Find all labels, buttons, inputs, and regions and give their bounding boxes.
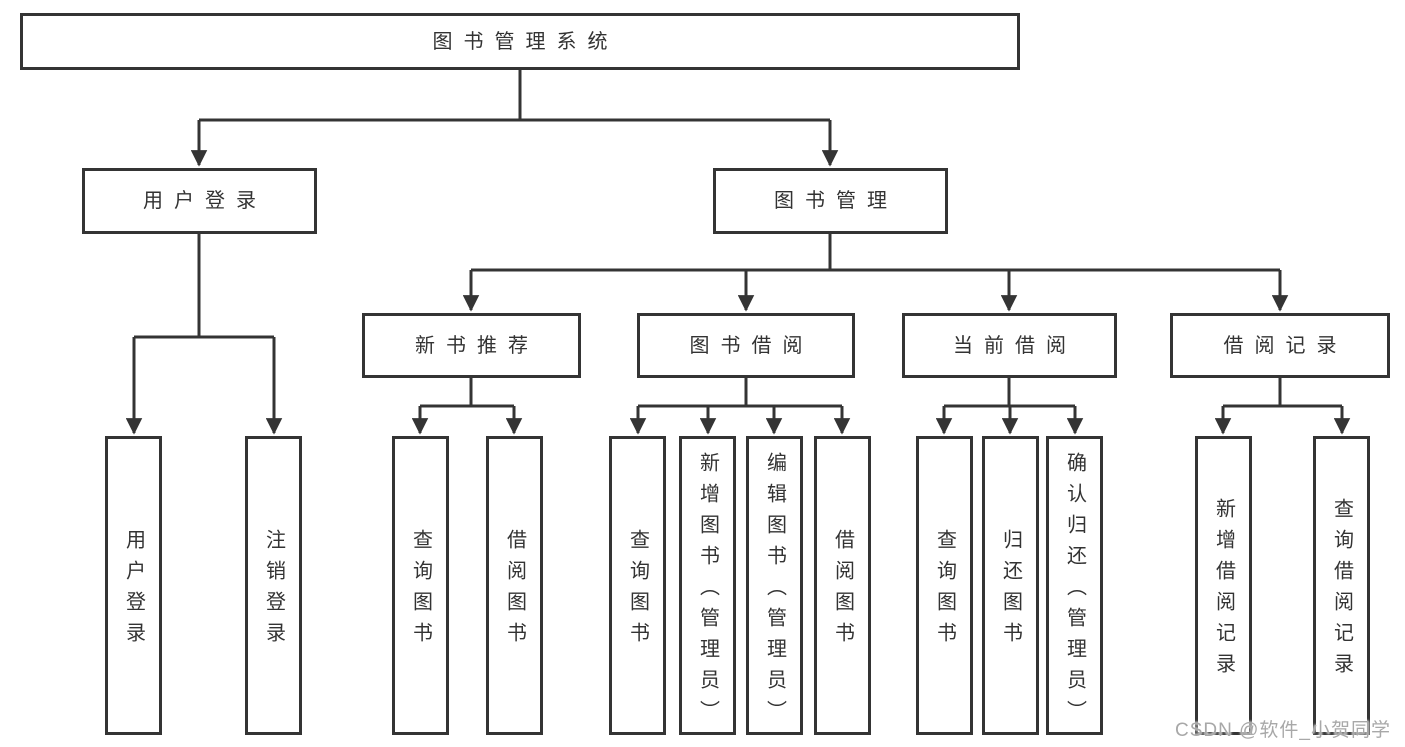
- node-user-login-group: 用户登录: [82, 168, 317, 234]
- connector-user-login-group: [125, 234, 283, 435]
- node-new-book-recommend-label: 新书推荐: [415, 334, 539, 357]
- node-bb-borrow-books-label: 借阅图书: [831, 529, 854, 653]
- connector-book-management: [462, 234, 1289, 312]
- node-user-login: 用户登录: [105, 436, 162, 735]
- node-user-login-label: 用户登录: [122, 529, 145, 653]
- node-current-borrow-label: 当前借阅: [953, 334, 1077, 357]
- node-user-login-group-label: 用户登录: [143, 190, 267, 212]
- node-borrow-records: 借阅记录: [1170, 313, 1390, 378]
- connector-root: [190, 70, 839, 167]
- node-bb-add-books-admin-label: 新增图书（管理员）: [696, 451, 719, 731]
- node-borrow-records-label: 借阅记录: [1223, 334, 1348, 357]
- node-cb-return-books-label: 归还图书: [999, 529, 1022, 653]
- node-nb-borrow-books-label: 借阅图书: [503, 529, 526, 653]
- node-bb-edit-books-admin: 编辑图书（管理员）: [746, 436, 803, 735]
- node-new-book-recommend: 新书推荐: [362, 313, 581, 378]
- node-bb-borrow-books: 借阅图书: [814, 436, 871, 735]
- node-bb-query-books-label: 查询图书: [626, 529, 649, 653]
- node-nb-query-books-label: 查询图书: [409, 529, 432, 653]
- node-br-query-record: 查询借阅记录: [1313, 436, 1370, 735]
- connector-borrow-records: [1214, 378, 1351, 435]
- node-logout: 注销登录: [245, 436, 302, 735]
- node-book-borrow-label: 图书借阅: [689, 334, 814, 357]
- node-library-system-label: 图书管理系统: [432, 30, 619, 53]
- node-br-query-record-label: 查询借阅记录: [1330, 498, 1353, 684]
- node-book-management: 图书管理: [713, 168, 948, 234]
- node-bb-edit-books-admin-label: 编辑图书（管理员）: [763, 451, 786, 731]
- node-logout-label: 注销登录: [262, 529, 285, 653]
- node-cb-query-books-label: 查询图书: [933, 529, 956, 653]
- connector-current-borrow: [935, 378, 1084, 435]
- node-cb-confirm-return-admin: 确认归还（管理员）: [1046, 436, 1103, 735]
- node-book-management-label: 图书管理: [774, 190, 898, 212]
- node-bb-query-books: 查询图书: [609, 436, 666, 735]
- node-cb-return-books: 归还图书: [982, 436, 1039, 735]
- node-br-add-record-label: 新增借阅记录: [1212, 498, 1235, 684]
- connector-book-borrow: [629, 378, 851, 435]
- node-nb-borrow-books: 借阅图书: [486, 436, 543, 735]
- node-book-borrow: 图书借阅: [637, 313, 855, 378]
- node-cb-query-books: 查询图书: [916, 436, 973, 735]
- node-cb-confirm-return-admin-label: 确认归还（管理员）: [1063, 451, 1086, 731]
- node-nb-query-books: 查询图书: [392, 436, 449, 735]
- connector-new-book-recommend: [411, 378, 523, 435]
- node-br-add-record: 新增借阅记录: [1195, 436, 1252, 735]
- node-library-system: 图书管理系统: [20, 13, 1020, 70]
- watermark-text: CSDN @软件_小贺同学: [1175, 720, 1391, 741]
- node-current-borrow: 当前借阅: [902, 313, 1117, 378]
- node-bb-add-books-admin: 新增图书（管理员）: [679, 436, 736, 735]
